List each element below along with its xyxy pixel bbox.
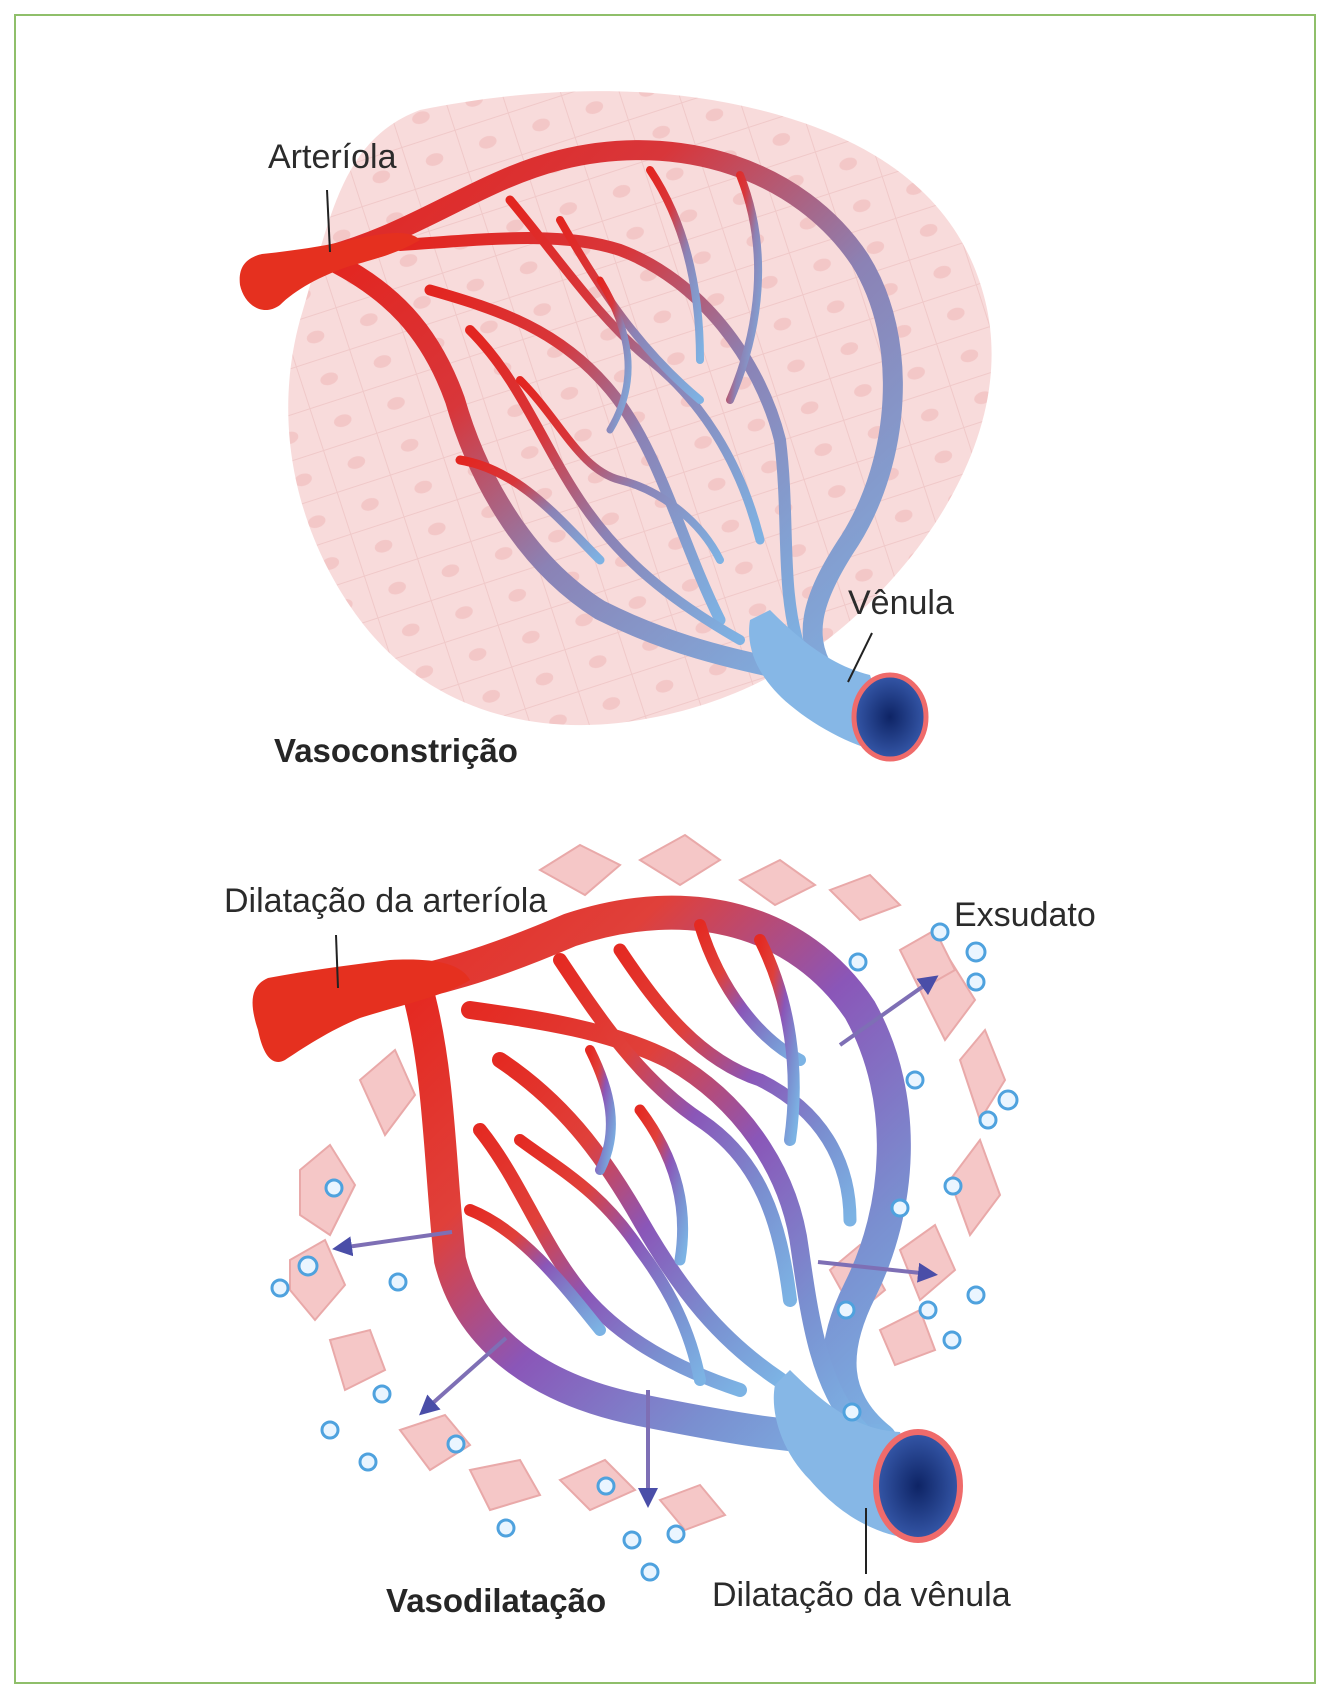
top-venule-leader xyxy=(847,632,873,683)
exudate-arrow-up-right xyxy=(838,975,939,1047)
top-arteriole xyxy=(239,233,420,311)
exudate-arrow-left xyxy=(332,1230,453,1257)
exudate-arrow-down-left xyxy=(419,1336,508,1416)
top-tissue xyxy=(288,91,992,726)
exudate-arrows xyxy=(332,975,939,1508)
label-arteriole: Arteríola xyxy=(268,138,397,176)
bottom-tissue-cells xyxy=(289,833,1007,1532)
label-exudate: Exsudato xyxy=(954,896,1096,934)
bottom-arteriole xyxy=(252,959,470,1062)
bottom-venule-opening xyxy=(873,1429,963,1543)
bottom-panel xyxy=(252,833,1019,1582)
top-arteriole-leader xyxy=(326,189,331,253)
top-capillaries xyxy=(320,140,903,690)
bottom-capillaries xyxy=(323,895,911,1457)
top-venule-opening xyxy=(851,672,929,762)
label-venule-dilation: Dilatação da vênula xyxy=(712,1576,1011,1614)
exudate-droplets xyxy=(270,922,1019,1582)
label-venule: Vênula xyxy=(848,584,954,622)
title-vasodilation: Vasodilatação xyxy=(386,1582,607,1619)
title-vasoconstriction: Vasoconstrição xyxy=(274,732,518,769)
exudate-arrow-right xyxy=(817,1260,938,1283)
label-arteriole-dilation: Dilatação da arteríola xyxy=(224,882,548,920)
bottom-arteriole-leader xyxy=(335,934,339,989)
top-panel xyxy=(239,91,992,762)
